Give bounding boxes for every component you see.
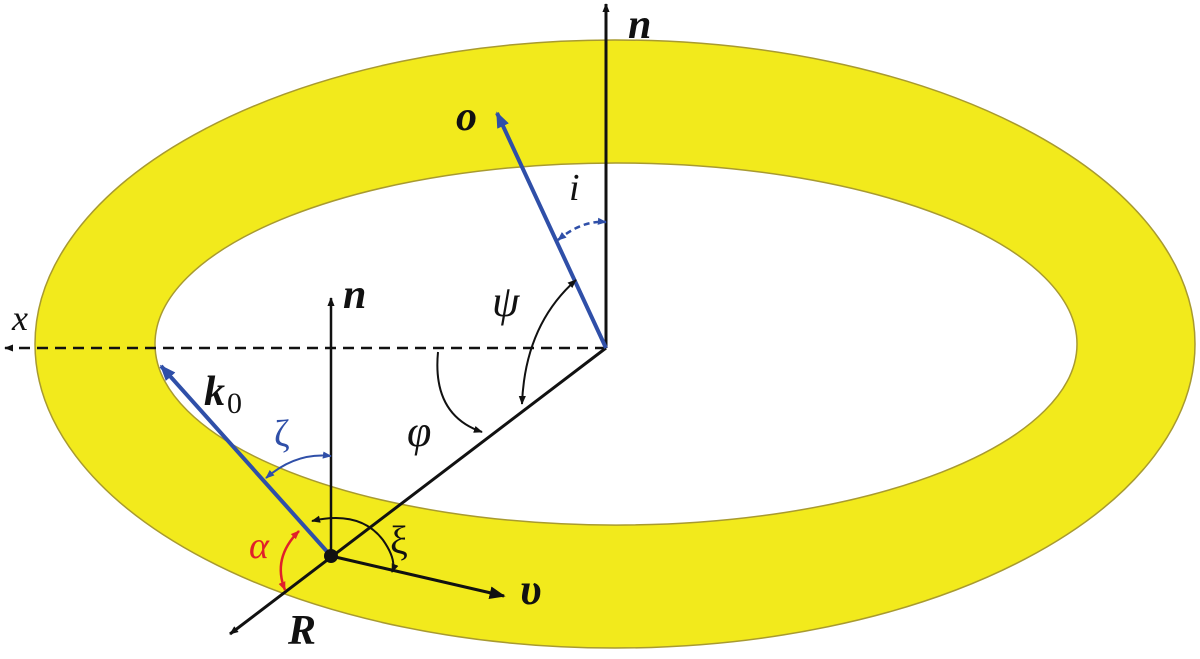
label-R: R xyxy=(287,608,316,654)
label-v: υ xyxy=(520,565,542,614)
label-n-local: n xyxy=(343,272,366,318)
label-phi: φ xyxy=(407,407,431,456)
label-k0-main: k xyxy=(204,369,225,415)
label-n-top: n xyxy=(628,2,651,48)
label-k0-subscript: 0 xyxy=(227,387,242,420)
label-i: i xyxy=(569,167,580,209)
label-alpha: α xyxy=(249,525,270,567)
photon-vector-k0 xyxy=(159,364,333,558)
label-k0: k0 xyxy=(204,369,242,420)
observer-vector-o xyxy=(495,111,608,349)
angle-arc-alpha xyxy=(278,530,300,591)
label-o: o xyxy=(456,94,477,140)
angle-arc-psi xyxy=(518,279,577,405)
label-psi: ψ xyxy=(492,277,520,326)
label-x: x xyxy=(11,298,28,338)
label-zeta: ζ xyxy=(274,413,290,455)
angle-arc-xi xyxy=(311,515,399,573)
angle-arc-i xyxy=(557,217,607,241)
angle-arc-zeta xyxy=(265,451,332,479)
ring-point-dot xyxy=(324,549,338,563)
angle-arc-phi xyxy=(436,351,483,433)
label-xi: ξ xyxy=(390,518,408,563)
yellow-ring xyxy=(34,39,1196,649)
